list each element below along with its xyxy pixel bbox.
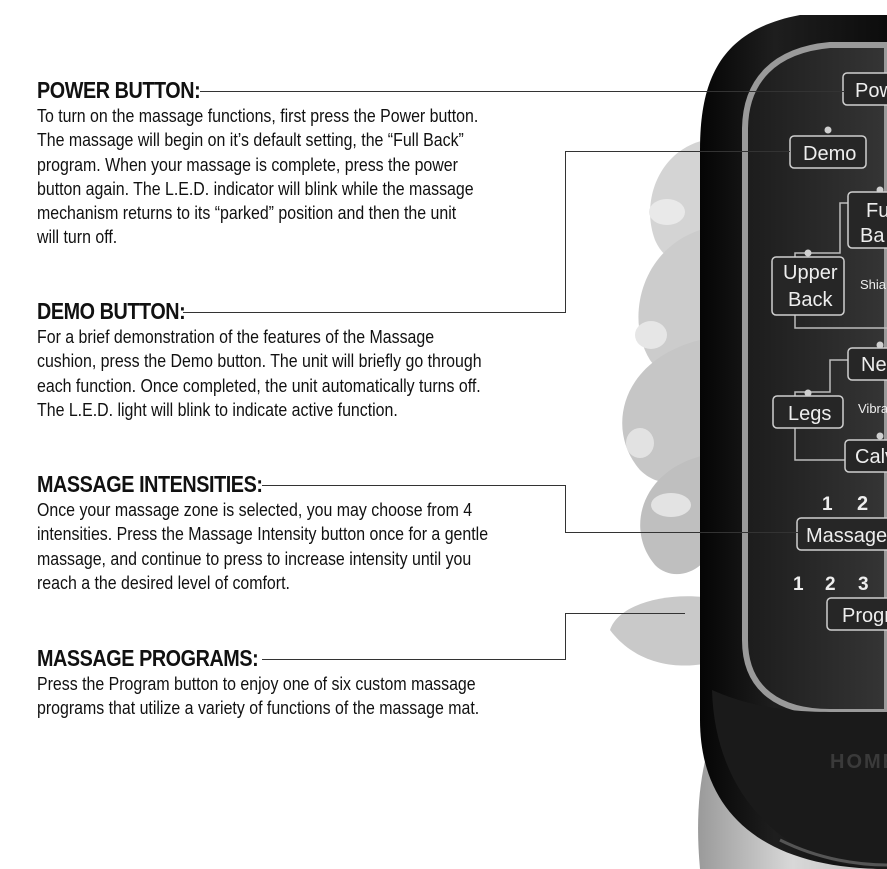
calves-button-graphic: Calv xyxy=(844,432,887,473)
power-button-description: To turn on the massage functions, first … xyxy=(37,105,479,248)
upper-back-label-2: Back xyxy=(788,289,833,311)
demo-button-description: For a brief demonstration of the feature… xyxy=(37,326,482,420)
leader-program-vertical xyxy=(565,613,566,660)
massage-intensities-description: Once your massage zone is selected, you … xyxy=(37,499,489,593)
program-number-2: 2 xyxy=(825,574,836,595)
legs-button-graphic: Legs xyxy=(772,389,844,429)
neck-button-graphic: Ne xyxy=(847,341,887,381)
program-number-1: 1 xyxy=(793,574,804,595)
massage-intensity-label: Massage xyxy=(806,525,887,547)
leader-demo-top xyxy=(565,151,790,152)
intensity-number-1: 1 xyxy=(822,494,833,515)
upper-back-label-1: Upper xyxy=(783,262,838,284)
leader-power xyxy=(200,91,845,92)
vibration-label: Vibra xyxy=(858,401,887,416)
section-massage-programs: MASSAGE PROGRAMS: Press the Program butt… xyxy=(37,644,557,721)
power-button-graphic: Pow xyxy=(842,72,887,106)
program-number-3: 3 xyxy=(858,574,869,595)
full-back-label-2: Ba xyxy=(860,225,885,247)
demo-button-heading: DEMO BUTTON: xyxy=(37,298,186,324)
massage-programs-heading: MASSAGE PROGRAMS: xyxy=(37,645,259,671)
power-button-heading: POWER BUTTON: xyxy=(37,77,201,103)
full-back-button-graphic: Fu Ba xyxy=(847,186,887,249)
power-button-label: Pow xyxy=(855,80,887,102)
neck-label: Ne xyxy=(861,354,887,376)
program-numbers: 1 2 3 xyxy=(793,574,869,595)
leader-program-top xyxy=(565,613,685,614)
leader-demo-vertical xyxy=(565,151,566,313)
leader-intensity-vertical xyxy=(565,485,566,533)
program-button-graphic: Progr xyxy=(826,597,887,631)
intensity-number-2: 2 xyxy=(857,493,868,515)
full-back-label-1: Fu xyxy=(866,200,887,222)
massage-programs-description: Press the Program button to enjoy one of… xyxy=(37,673,480,719)
demo-button-graphic: Demo xyxy=(789,126,867,169)
shiatsu-label: Shia xyxy=(860,277,887,292)
massage-intensities-heading: MASSAGE INTENSITIES: xyxy=(37,471,263,497)
program-label: Progr xyxy=(842,605,887,627)
leader-intensity-bottom xyxy=(565,532,798,533)
demo-button-label: Demo xyxy=(803,143,856,165)
leader-demo-horizontal xyxy=(183,312,565,313)
section-power-button: POWER BUTTON: To turn on the massage fun… xyxy=(37,76,557,250)
brand-logo-fragment: HOME xyxy=(830,751,887,773)
intensity-numbers: 1 2 xyxy=(822,493,868,515)
leader-program-horizontal xyxy=(262,659,565,660)
section-massage-intensities: MASSAGE INTENSITIES: Once your massage z… xyxy=(37,470,557,595)
calves-label: Calv xyxy=(855,446,887,468)
upper-back-button-graphic: Upper Back xyxy=(771,249,845,316)
massage-intensity-button-graphic: Massage xyxy=(796,517,887,551)
leader-intensity-horizontal xyxy=(262,485,565,486)
section-demo-button: DEMO BUTTON: For a brief demonstration o… xyxy=(37,297,557,422)
legs-label: Legs xyxy=(788,403,831,425)
